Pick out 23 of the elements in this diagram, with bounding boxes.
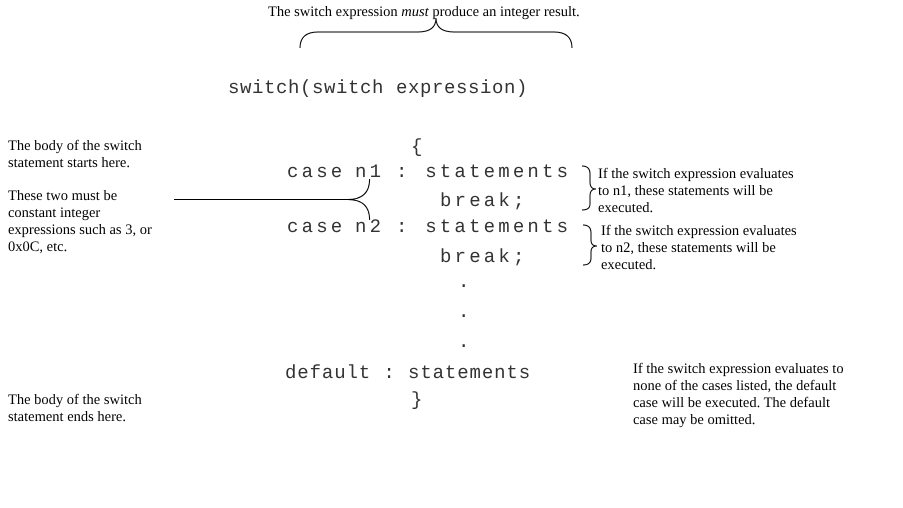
case-value: n1 (355, 161, 384, 183)
code-text: { (411, 136, 422, 158)
code-text: break; (440, 190, 528, 212)
annotation-text: If the switch expression evaluates to n1, these statements will be executed. (598, 166, 795, 217)
leader-line (174, 199, 370, 220)
code-text: case (287, 216, 346, 238)
code-text: . (458, 301, 470, 323)
code-text: } (411, 389, 422, 411)
code-text: . (458, 271, 470, 293)
annotation-text: If the switch expression evaluates to none of the cases listed, the default case will be executed. The default case may be omitted. (633, 361, 845, 429)
code-text: case (287, 161, 346, 183)
case-value: n2 (355, 216, 384, 238)
annotation-text: If the switch expression evaluates to n2, these statements will be executed. (601, 223, 798, 274)
annotation-text: The body of the switch statement ends here. (8, 392, 143, 426)
code-text: : statements (396, 161, 572, 183)
note-text: These two must be constant integer expressions such as 3, or 0x0C, etc. (8, 188, 168, 256)
code-text: switch(switch expression) (228, 77, 528, 99)
code-text: : statements (396, 216, 572, 238)
code-text: break; (440, 246, 528, 268)
annotation-text: The switch expression must produce an integer result. (268, 4, 581, 21)
code-text: default : statements (285, 362, 532, 384)
code-text: . (458, 331, 470, 353)
annotation-text: The body of the switch statement starts here. (8, 138, 143, 172)
